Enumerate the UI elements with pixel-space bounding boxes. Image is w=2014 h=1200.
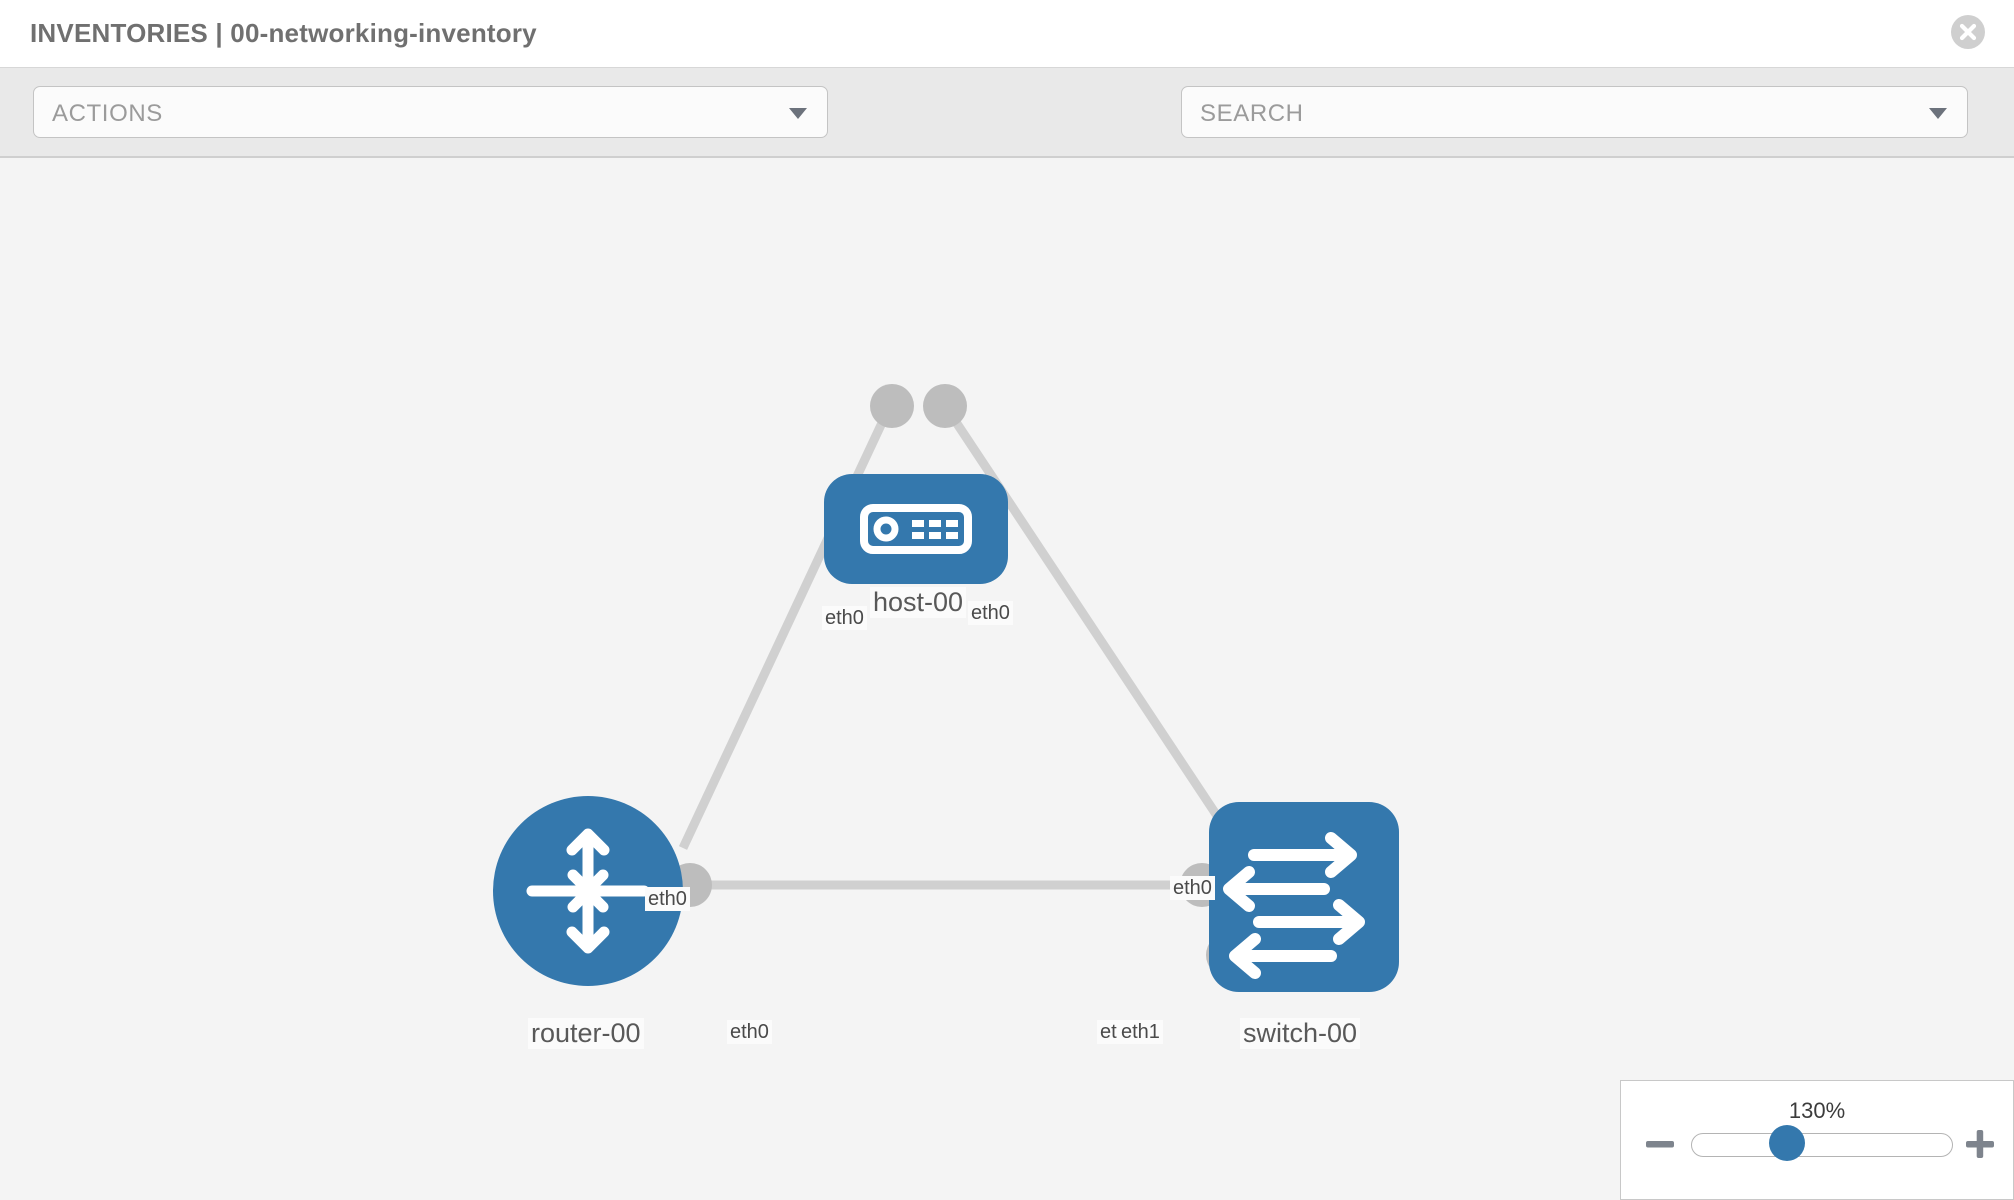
node-label-router: router-00 <box>528 1018 644 1049</box>
switch-arrows-icon <box>1223 832 1365 979</box>
node-router-00[interactable] <box>493 796 683 986</box>
actions-dropdown-label: ACTIONS <box>52 100 163 127</box>
zoom-slider-thumb[interactable] <box>1769 1125 1805 1161</box>
zoom-level-value: 130% <box>1788 1098 1846 1123</box>
iface-label: eth0 <box>968 601 1013 625</box>
topology-graph[interactable] <box>0 158 2014 1200</box>
chevron-down-icon <box>789 108 807 119</box>
node-switch-00[interactable] <box>1209 802 1399 992</box>
zoom-control-panel: 130% <box>1620 1080 2014 1200</box>
router-arrows-icon <box>526 828 650 954</box>
iface-label: eth0 <box>1170 876 1215 900</box>
server-icon <box>860 504 972 554</box>
node-host-00[interactable] <box>824 474 1008 584</box>
chevron-down-icon <box>1929 108 1947 119</box>
topology-canvas[interactable]: eth0 eth0 eth0 eth0 eth0 eth0 eth1 host-… <box>0 158 2014 1200</box>
actions-dropdown[interactable]: ACTIONS <box>33 86 828 138</box>
iface-label: eth0 <box>645 887 690 911</box>
page-title: INVENTORIES | 00-networking-inventory <box>30 18 537 48</box>
node-label-host: host-00 <box>870 587 967 618</box>
search-input-value: SEARCH <box>1200 100 1304 127</box>
zoom-out-button[interactable] <box>1643 1127 1677 1161</box>
connector-host-right <box>923 384 967 428</box>
iface-label: eth0 <box>727 1020 772 1044</box>
page-header: INVENTORIES | 00-networking-inventory <box>0 0 2014 68</box>
iface-label: eth1 <box>1118 1020 1163 1044</box>
zoom-in-button[interactable] <box>1963 1127 1997 1161</box>
close-icon[interactable] <box>1950 14 1986 50</box>
search-input[interactable]: SEARCH <box>1181 86 1968 138</box>
node-label-switch: switch-00 <box>1240 1018 1361 1049</box>
zoom-slider[interactable] <box>1691 1133 1953 1157</box>
toolbar: ACTIONS SEARCH <box>0 68 2014 194</box>
iface-label: eth0 <box>822 606 867 630</box>
connector-host-left <box>870 384 914 428</box>
